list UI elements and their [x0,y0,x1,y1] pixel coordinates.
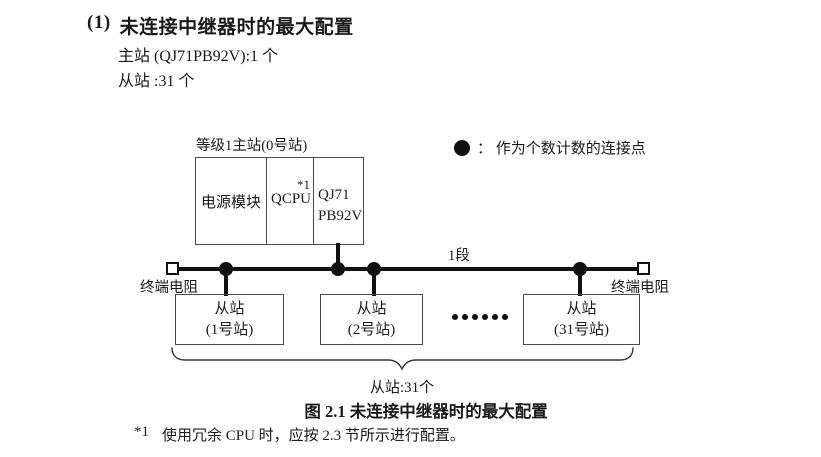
omitted-station-dot [502,314,508,320]
section-heading: (1) 未连接中继器时的最大配置 [87,12,354,39]
module-name-line2: PB92V [318,208,363,224]
section-number: (1) [87,12,111,33]
slave31-name: 从站 [566,301,597,318]
master-count-text: 主站 (QJ71PB92V):1 个 [118,48,279,65]
cpu-footnote-ref: *1 [297,177,310,192]
legend: ： 作为个数计数的连接点 [454,137,646,158]
section-title: 未连接中继器时的最大配置 [119,17,354,38]
figure-caption: 图 2.1 未连接中继器时的最大配置 [304,402,548,421]
slave-total-label: 从站:31个 [369,380,435,396]
slave-count-text: 从站 :31 个 [118,73,195,90]
omitted-station-dot [472,314,478,320]
slave31-drop-line [578,268,582,296]
connection-point-dot [367,262,381,276]
terminator-label-left: 终端电阻 [140,280,198,296]
terminator-square-right [637,262,650,275]
module-name-line1: QJ71 [318,187,350,203]
connection-point-dot [331,262,345,276]
segment-label: 1段 [448,248,470,264]
slave-group-brace [171,347,634,371]
master-station-label: 等级1主站(0号站) [196,138,308,154]
footnote-text: 使用冗余 CPU 时，应按 2.3 节所示进行配置。 [162,428,465,444]
omitted-station-dot [452,314,458,320]
omitted-station-dot [492,314,498,320]
power-module-label: 电源模块 [200,194,261,211]
cpu-label: QCPU [271,191,312,207]
connection-point-dot [573,262,587,276]
cpu-cell: *1 QCPU [267,158,314,244]
connection-point-dot [219,262,233,276]
slave-station-box-31: 从站 (31号站) [523,294,640,345]
slave31-station: (31号站) [554,321,609,338]
terminator-label-right: 终端电阻 [611,280,669,296]
slave2-station: (2号站) [347,321,396,338]
master-station-box: 电源模块 *1 QCPU QJ71 PB92V [195,157,364,245]
slave1-drop-line [224,268,228,296]
slave2-drop-line [372,268,376,296]
omitted-station-dot [462,314,468,320]
master-drop-line [336,243,340,269]
omitted-stations-dots [452,314,508,320]
slave1-name: 从站 [214,301,245,318]
power-module-cell: 电源模块 [196,158,267,244]
slave2-name: 从站 [356,301,387,318]
omitted-station-dot [482,314,488,320]
pb92v-module-cell: QJ71 PB92V [314,158,363,244]
legend-text: ： 作为个数计数的连接点 [477,141,646,157]
slave-station-box-1: 从站 (1号站) [175,294,284,345]
bus-line [174,267,640,271]
slave-station-box-2: 从站 (2号站) [320,294,423,345]
footnote-ref: *1 [134,424,149,440]
connection-point-icon [454,139,470,156]
slave1-station: (1号站) [205,321,254,338]
terminator-square-left [166,262,179,275]
footnote: *1 使用冗余 CPU 时，应按 2.3 节所示进行配置。 [134,424,465,445]
